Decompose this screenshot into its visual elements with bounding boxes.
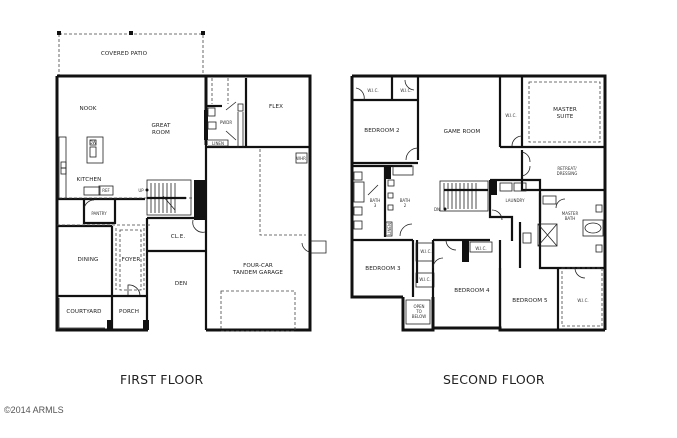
bath-3-label-b: 3 [374,203,377,208]
porch-label: PORCH [119,309,139,315]
courtyard-label: COURTYARD [66,309,101,315]
garage-label-2: TANDEM GARAGE [232,270,284,276]
linen-label: LINEN [212,141,224,146]
pwdr-label: PWDR [220,120,232,125]
open-to-below-2: TO [415,309,422,314]
copyright-text: ©2014 ARMLS [4,405,64,415]
cle-label: CL.E. [171,234,186,240]
dn-label: DN [434,207,440,212]
first-floor-stairs: UP [138,179,206,220]
garage-label-1: FOUR-CAR [243,263,273,269]
bedroom-4-label: BEDROOM 4 [454,288,490,294]
wic-5-label: W.I.C. [475,246,486,251]
whr-label: WHR [296,156,306,161]
retreat-label-1: RETREAT/ [557,166,577,171]
bath-2-label-b: 2 [404,203,407,208]
master-suite-label-1: MASTER [553,107,577,113]
ref-label: REF [102,188,110,193]
wic-master-label: W.I.C. [505,113,516,118]
wic-4-label: W.I.C. [419,277,430,282]
first-floor-plan: COVERED PATIO NOOK GREAT ROOM KITCHEN DW… [55,31,327,332]
garage: WHR FOUR-CAR TANDEM GARAGE [220,149,327,332]
open-to-below-3: BELOW [412,314,427,319]
bedroom-2-label: BEDROOM 2 [364,128,399,134]
master-suite-label-2: SUITE [557,114,574,120]
laundry-label: LAUNDRY [505,198,525,203]
dining-label: DINING [78,257,99,263]
bedroom-5-label: BEDROOM 5 [512,298,548,304]
bath-2-label-a: BATH [400,198,411,203]
open-to-below-1: OPEN [413,304,424,309]
kitchen-label: KITCHEN [77,177,102,183]
bedroom-3-label: BEDROOM 3 [365,266,401,272]
second-floor-plan: W.I.C. W.I.C. BEDROOM 2 GAME ROOM DN W.I… [350,74,607,332]
covered-patio-label: COVERED PATIO [101,51,148,57]
first-floor-title: FIRST FLOOR [120,372,204,387]
second-floor-stairs: DN [434,180,489,212]
wic-2-label: W.I.C. [400,88,411,93]
dw-label: DW [89,140,96,145]
wic-1-label: W.I.C. [367,88,378,93]
covered-patio: COVERED PATIO [57,31,205,76]
flex-label: FLEX [269,104,283,110]
wic-3-label: W.I.C. [420,249,431,254]
linen-2-label: LINEN [387,223,392,235]
second-floor-title: SECOND FLOOR [443,372,545,387]
nook-label: NOOK [79,106,96,112]
master-bath-label-2: BATH [565,216,576,221]
up-label: UP [138,188,144,193]
retreat-label-2: DRESSING [557,171,578,176]
great-room-label-1: GREAT [151,123,171,129]
master-bath-label-1: MASTER [562,211,579,216]
bath-3-label-a: BATH [370,198,381,203]
den-label: DEN [175,281,187,287]
game-room-label: GAME ROOM [444,129,481,135]
pantry-label: PANTRY [91,211,107,216]
foyer-label: FOYER [122,257,141,263]
great-room-label-2: ROOM [152,130,170,136]
wic-big-label: W.I.C. [577,298,588,303]
